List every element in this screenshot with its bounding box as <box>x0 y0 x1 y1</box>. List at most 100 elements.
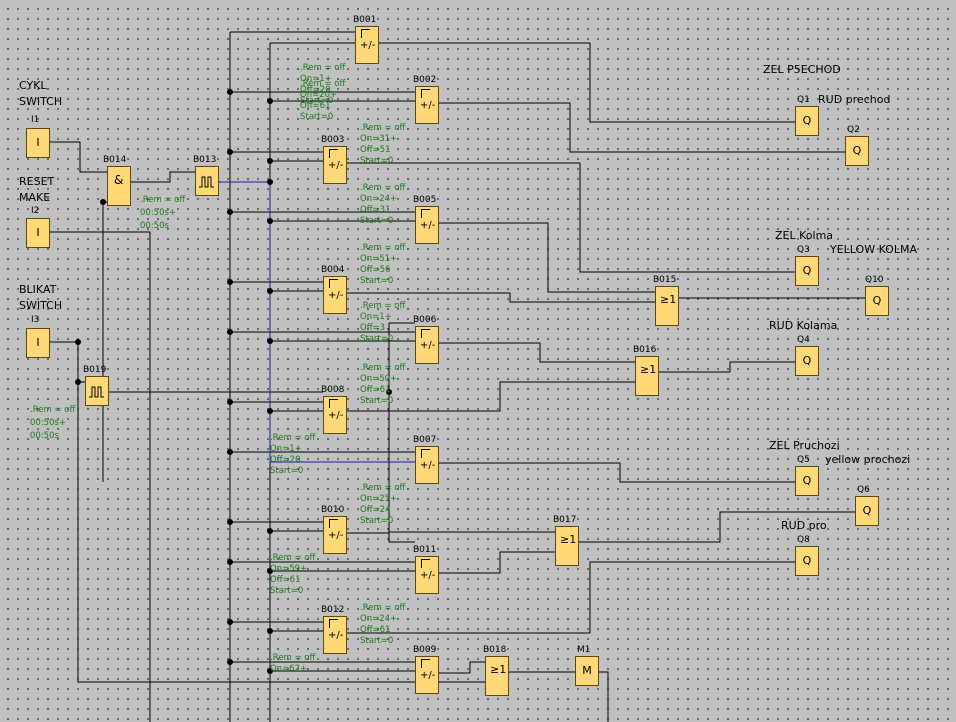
input-i3[interactable]: I <box>26 328 50 358</box>
block-b001-timer[interactable]: +/- <box>355 26 379 64</box>
block-b002-timer[interactable]: +/- <box>415 86 439 124</box>
block-b011-timer[interactable]: +/- <box>415 556 439 594</box>
input-i1[interactable]: I <box>26 128 50 158</box>
label-rud-pro: RUD pro <box>781 519 827 532</box>
b012-param-1: On=24+ <box>360 614 398 624</box>
b001-param-1: On=1+ <box>300 74 332 84</box>
label-zel-kolma: ZEL Kolma <box>775 229 834 242</box>
b011-param-3: Start=0 <box>270 586 304 596</box>
b001-param-3: Start=0 <box>300 96 334 106</box>
marker-m1[interactable]: M <box>575 656 599 686</box>
wire-b011-b017 <box>439 551 555 574</box>
block-b014-and[interactable]: & <box>107 166 131 206</box>
label-rud-kolama: RUD Kolama <box>769 319 838 332</box>
b012-param-3: Start=0 <box>360 636 394 646</box>
b002-param-2: Off=61 <box>300 101 331 111</box>
edge-icon <box>329 399 338 408</box>
b005-param-2: Off=31 <box>360 205 391 215</box>
wire-m1-out <box>599 671 609 722</box>
output-q4[interactable]: Q <box>795 346 819 376</box>
q8-name: Q8 <box>797 535 810 545</box>
q1-label: RUD prechod <box>818 93 891 106</box>
block-b016-or[interactable]: ≥1 <box>635 356 659 396</box>
block-b013-pulse[interactable] <box>195 166 219 196</box>
i3-name: I3 <box>31 315 40 325</box>
q2-name: Q2 <box>847 125 860 135</box>
block-b003-timer[interactable]: +/- <box>323 146 347 184</box>
b003-name: B003 <box>321 135 345 145</box>
block-b012-timer[interactable]: +/- <box>323 616 347 654</box>
b003-param-2: Off=51 <box>360 145 391 155</box>
q3-name: Q3 <box>797 245 810 255</box>
b010-param-1: On=25+ <box>360 494 398 504</box>
output-q8[interactable]: Q <box>795 546 819 576</box>
block-b017-or[interactable]: ≥1 <box>555 526 579 566</box>
b013-param-off: 00:50s <box>140 221 169 231</box>
output-q2[interactable]: Q <box>845 136 869 166</box>
b015-name: B015 <box>653 275 677 285</box>
i3-title2: SWITCH <box>19 299 63 312</box>
wire-b006-b016 <box>439 342 635 363</box>
label-zel-pruchozi: ZEL Pruchozi <box>769 439 840 452</box>
output-q6[interactable]: Q <box>855 496 879 526</box>
edge-icon <box>329 519 338 528</box>
input-i2[interactable]: I <box>26 218 50 248</box>
b005-param-3: Start=0 <box>360 216 394 226</box>
edge-icon <box>421 329 430 338</box>
block-b010-timer[interactable]: +/- <box>323 516 347 554</box>
b011-param-0: .Rem = off <box>270 553 316 563</box>
q6-name: Q6 <box>857 485 870 495</box>
edge-icon <box>361 29 370 38</box>
b010-param-3: Start=0 <box>360 516 394 526</box>
block-b009-timer[interactable]: +/- <box>415 656 439 694</box>
b012-param-0: .Rem = off <box>360 603 406 613</box>
wire-b003-q3 <box>347 162 795 273</box>
q1-name: Q1 <box>797 95 810 105</box>
b005-name: B005 <box>413 195 437 205</box>
wire-i3-branch <box>50 341 485 683</box>
b013-param-on: 00:50s+ <box>140 208 177 218</box>
timer-op: +/- <box>328 160 344 171</box>
edge-icon <box>421 89 430 98</box>
block-b015-or[interactable]: ≥1 <box>655 286 679 326</box>
block-b005-timer[interactable]: +/- <box>415 206 439 244</box>
wire-b007-q5 <box>439 462 795 483</box>
wire-b002-q2 <box>439 102 845 153</box>
q5-name: Q5 <box>797 455 810 465</box>
block-b019-pulse[interactable] <box>85 376 109 406</box>
b003-param-3: Start=0 <box>360 156 394 166</box>
b012-param-2: Off=61 <box>360 625 391 635</box>
b001-param-0: .Rem = off <box>300 63 346 73</box>
b007-param-0: .Rem = off <box>270 433 316 443</box>
edge-icon <box>329 619 338 628</box>
b014-name: B014 <box>103 155 127 165</box>
block-b006-timer[interactable]: +/- <box>415 326 439 364</box>
i2-title2: MAKE <box>19 191 51 204</box>
timer-op: +/- <box>328 630 344 641</box>
timer-op: +/- <box>420 570 436 581</box>
label-yellow-kolma: YELLOW KOLMA <box>830 243 917 256</box>
block-b008-timer[interactable]: +/- <box>323 396 347 434</box>
b004-param-0: .Rem = off <box>360 243 406 253</box>
b006-param-3: Start=0 <box>360 334 394 344</box>
b004-name: B004 <box>321 265 345 275</box>
output-q10[interactable]: Q <box>865 286 889 316</box>
b002-param-3: Start=0 <box>300 112 334 122</box>
block-b004-timer[interactable]: +/- <box>323 276 347 314</box>
b002-name: B002 <box>413 75 437 85</box>
output-q3[interactable]: Q <box>795 256 819 286</box>
wire-b005-b015 <box>439 222 655 293</box>
i1-name: I1 <box>31 115 40 125</box>
block-b007-timer[interactable]: +/- <box>415 446 439 484</box>
wire-b004-b015 <box>347 292 655 303</box>
b007-param-2: Off=20 <box>270 455 301 465</box>
b001-name: B001 <box>353 15 377 25</box>
wire-i1-b014 <box>50 141 107 173</box>
output-q1[interactable]: Q <box>795 106 819 136</box>
output-q5[interactable]: Q <box>795 466 819 496</box>
edge-icon <box>421 449 430 458</box>
timer-op: +/- <box>420 220 436 231</box>
block-b018-or[interactable]: ≥1 <box>485 656 509 696</box>
